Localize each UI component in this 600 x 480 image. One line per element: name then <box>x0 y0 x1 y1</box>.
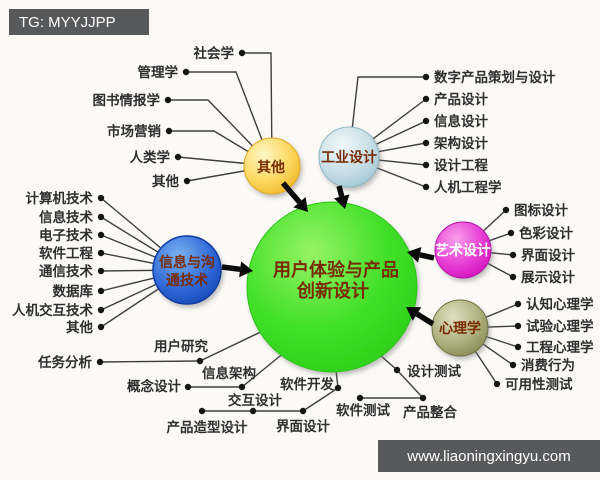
node-industrial-circle <box>318 126 380 188</box>
node-art-circle <box>434 221 492 279</box>
node-circles <box>152 126 492 373</box>
arrow-ict-to-center <box>221 261 253 278</box>
center-node-label-line1: 用户体验与产品 <box>273 259 399 280</box>
leaf-label: 交互设计 <box>228 392 282 408</box>
leaf-label: 数字产品策划与设计 <box>434 69 556 85</box>
leaf-label: 软件测试 <box>336 402 390 418</box>
leaf-label: 软件工程 <box>39 245 93 261</box>
leaf-label: 展示设计 <box>521 269 575 285</box>
node-ict-label-line2: 通技术 <box>166 272 208 288</box>
leaf-label: 可用性测试 <box>505 376 573 392</box>
leaf-label: 管理学 <box>138 64 179 80</box>
branch-process-leaves: 任务分析 用户研究 信息架构 概念设计 交互设计 产品造型设计 界面设计 软件开… <box>37 338 461 435</box>
leaf-label: 软件开发 <box>280 376 334 392</box>
branch-art-leaves: 图标设计 色彩设计 界面设计 展示设计 <box>514 202 575 285</box>
leaf-label: 设计工程 <box>434 157 488 173</box>
leaf-label: 人机交互技术 <box>12 302 93 318</box>
arrow-industrial-to-center <box>334 185 350 209</box>
arrow-art-to-center <box>407 247 435 263</box>
center-node-label-line2: 创新设计 <box>296 280 369 301</box>
leaf-label: 信息架构 <box>202 365 256 381</box>
leaf-label: 界面设计 <box>521 247 575 263</box>
leaf-label: 通信技术 <box>39 263 93 279</box>
connector-dots <box>96 49 522 415</box>
leaf-label: 电子技术 <box>39 227 93 243</box>
leaf-label: 社会学 <box>193 45 235 61</box>
leaf-label: 用户研究 <box>154 338 208 354</box>
leaf-label: 架构设计 <box>433 135 488 151</box>
node-psychology-label: 心理学 <box>439 320 481 336</box>
branch-industrial-leaves: 数字产品策划与设计 产品设计 信息设计 架构设计 设计工程 人机工程学 <box>433 69 556 195</box>
leaf-label: 认知心理学 <box>526 296 594 312</box>
leaf-label: 消费行为 <box>521 357 575 373</box>
branch-ict-leaves: 计算机技术 信息技术 电子技术 软件工程 通信技术 数据库 人机交互技术 其他 <box>12 190 93 335</box>
leaf-label: 其他 <box>66 319 93 335</box>
tg-watermark-badge: TG: MYYJJPP <box>9 9 149 35</box>
leaf-label: 工程心理学 <box>526 339 594 355</box>
leaf-label: 市场营销 <box>107 123 161 139</box>
leaf-label: 图标设计 <box>514 202 568 218</box>
branch-other-leaves: 社会学 管理学 图书情报学 市场营销 人类学 其他 <box>93 45 235 189</box>
leaf-label: 人类学 <box>130 149 171 165</box>
leaf-label: 信息设计 <box>434 113 488 129</box>
leaf-label: 产品造型设计 <box>167 419 248 435</box>
leaf-label: 产品设计 <box>434 91 488 107</box>
leaf-label: 计算机技术 <box>26 190 94 206</box>
site-watermark-text: www.liaoningxingyu.com <box>407 447 571 465</box>
node-industrial-label: 工业设计 <box>321 149 377 165</box>
node-other-label: 其他 <box>257 159 285 175</box>
leaf-label: 界面设计 <box>276 418 330 434</box>
node-ict-circle <box>152 235 222 305</box>
tg-watermark-text: TG: MYYJJPP <box>19 13 116 31</box>
center-node-circle <box>246 201 418 373</box>
leaf-label: 色彩设计 <box>519 225 573 241</box>
node-ict-label-line1: 信息与沟 <box>159 254 215 270</box>
arrow-psychology-to-center <box>406 307 435 327</box>
leaf-label: 概念设计 <box>127 378 181 394</box>
site-watermark-bar: www.liaoningxingyu.com <box>378 440 600 472</box>
center-arrows <box>221 181 435 327</box>
leaf-label: 试验心理学 <box>526 318 594 334</box>
leaf-label: 设计测试 <box>407 363 461 379</box>
node-other-circle <box>243 137 301 195</box>
leaf-label: 图书情报学 <box>93 92 161 108</box>
node-psychology-circle <box>431 299 489 357</box>
branch-psychology-leaves: 认知心理学 试验心理学 工程心理学 消费行为 可用性测试 <box>505 296 594 392</box>
leaf-label: 其他 <box>152 173 179 189</box>
node-labels: 用户体验与产品 创新设计 其他 工业设计 艺术设计 心理学 信息与沟 通技术 <box>159 149 491 336</box>
leaf-label: 人机工程学 <box>434 179 502 195</box>
leaf-label: 信息技术 <box>39 209 93 225</box>
leaf-label: 产品整合 <box>403 404 457 420</box>
leaf-label: 任务分析 <box>37 354 92 370</box>
node-art-label: 艺术设计 <box>435 242 491 258</box>
leaf-label: 数据库 <box>53 283 94 299</box>
arrow-other-to-center <box>280 181 308 212</box>
